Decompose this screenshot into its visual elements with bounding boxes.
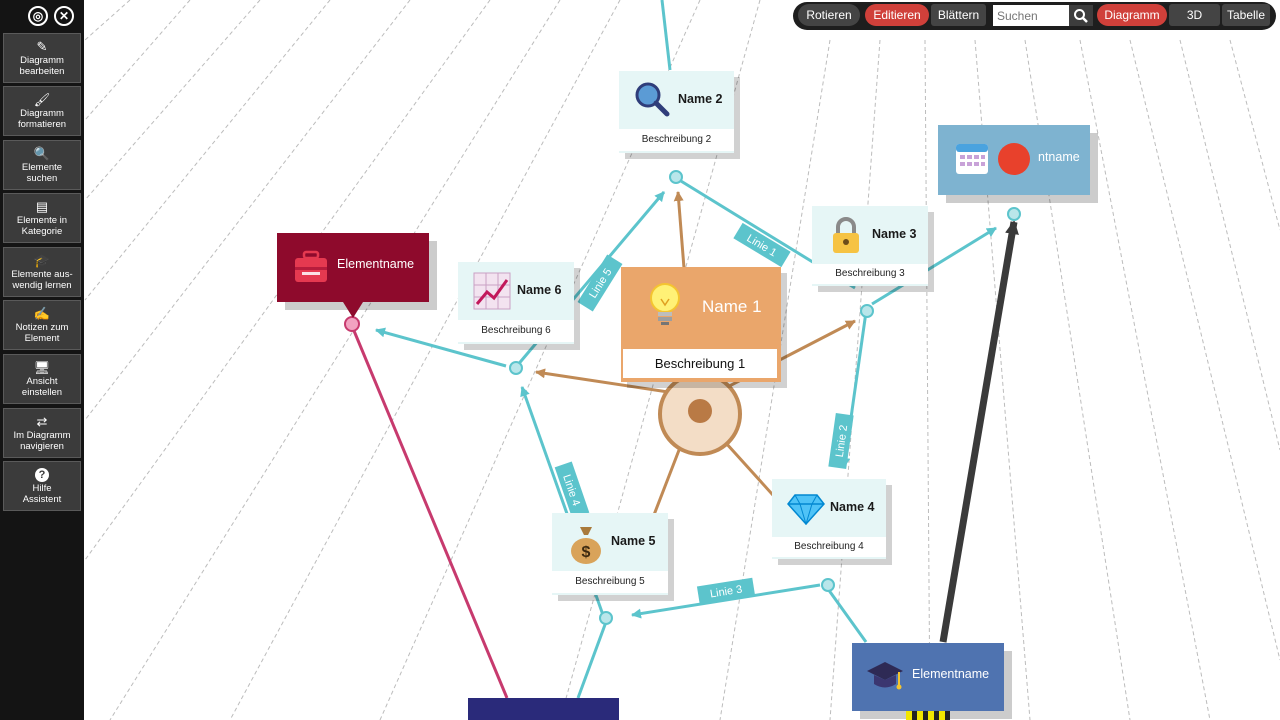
node-name-3[interactable]: Name 3 Beschreibung 3	[812, 206, 928, 286]
search-input[interactable]	[993, 5, 1069, 26]
element-title: Elementname	[337, 257, 415, 271]
search-button[interactable]	[1069, 5, 1093, 26]
sidebar-item-notizen-zum-element[interactable]: ✍Notizen zum Element	[3, 300, 81, 350]
link-label-linie-2: Linie 2	[828, 413, 854, 469]
padlock-icon	[833, 217, 859, 253]
magnifier-icon	[635, 82, 670, 117]
name5-anchor	[599, 611, 613, 625]
node-title: Name 2	[678, 92, 723, 106]
node-name-1[interactable]: Name 1 Beschreibung 1	[621, 267, 781, 382]
node-title: Name 6	[517, 283, 562, 297]
blue-element-anchor	[1007, 207, 1021, 221]
element-blue-bottom[interactable]: Elementname	[852, 643, 1004, 711]
sidebar-item-ansicht-einstellen[interactable]: 🖥Ansicht einstellen	[3, 354, 81, 404]
note-edit-icon: ✍	[33, 306, 51, 321]
node-name-4[interactable]: Name 4 Beschreibung 4	[772, 479, 886, 559]
node-name-5[interactable]: $ Name 5 Beschreibung 5	[552, 513, 668, 595]
cursor-dot-icon	[998, 143, 1030, 175]
diamond-icon	[787, 494, 825, 525]
sidebar: ◎ ✕ ✎Diagramm bearbeiten 🖌Diagramm forma…	[0, 0, 84, 720]
name3-anchor	[860, 304, 874, 318]
sidebar-item-elemente-suchen[interactable]: 🔍Elemente suchen	[3, 140, 81, 190]
sidebar-item-elemente-in-kategorie[interactable]: ▤Elemente in Kategorie	[3, 193, 81, 243]
money-bag-icon: $	[571, 527, 601, 564]
sidebar-item-im-diagramm-navigieren[interactable]: ⇄Im Diagramm navigieren	[3, 408, 81, 458]
name6-anchor	[509, 361, 523, 375]
sidebar-item-diagramm-formatieren[interactable]: 🖌Diagramm formatieren	[3, 86, 81, 136]
sidebar-item-label: Elemente in Kategorie	[16, 215, 68, 237]
monitor-icon: 🖥	[33, 360, 51, 375]
category-card-icon: ▤	[35, 199, 49, 214]
swap-arrows-icon: ⇄	[36, 414, 48, 429]
sidebar-item-label: Diagramm formatieren	[17, 108, 67, 130]
3d-view-button[interactable]: 3D	[1169, 4, 1220, 26]
node-description: Beschreibung 3	[812, 264, 928, 284]
graduation-cap-icon: 🎓	[33, 253, 51, 268]
node-description: Beschreibung 4	[772, 537, 886, 557]
element-title: Elementname	[912, 667, 990, 681]
sidebar-item-elemente-auswendig-lernen[interactable]: 🎓Elemente aus- wendig lernen	[3, 247, 81, 297]
help-icon: ?	[35, 468, 49, 482]
node-name-2[interactable]: Name 2 Beschreibung 2	[619, 71, 734, 153]
link-label-text: Linie 3	[709, 584, 743, 601]
close-circle-icon[interactable]: ✕	[54, 6, 74, 26]
node-description: Beschreibung 6	[458, 320, 574, 342]
node-description: Beschreibung 5	[552, 571, 668, 593]
sidebar-item-diagramm-bearbeiten[interactable]: ✎Diagramm bearbeiten	[3, 33, 81, 83]
node-title: Name 1	[702, 297, 762, 316]
sidebar-item-label: Elemente aus- wendig lernen	[11, 269, 73, 291]
search-icon	[1074, 8, 1088, 23]
svg-text:$: $	[582, 544, 591, 561]
element-red[interactable]: Elementname	[277, 233, 429, 302]
diagramm-view-button[interactable]: Diagramm	[1097, 4, 1167, 26]
lightbulb-icon	[650, 283, 680, 325]
node-title: Name 4	[830, 500, 875, 514]
blaettern-button[interactable]: Blättern	[931, 4, 986, 26]
graduation-cap-icon	[867, 662, 903, 690]
link-label-text: Linie 2	[834, 424, 850, 458]
link-label-linie-4: Linie 4	[554, 461, 590, 519]
name4-anchor	[821, 578, 835, 592]
name2-anchor	[669, 170, 683, 184]
calendar-icon	[956, 144, 988, 174]
sidebar-item-hilfe-assistent[interactable]: ?Hilfe Assistent	[3, 461, 81, 511]
node-title: Name 3	[872, 227, 917, 241]
growth-chart-icon	[473, 272, 511, 310]
node-name-6[interactable]: Name 6 Beschreibung 6	[458, 262, 574, 344]
node-description: Beschreibung 1	[623, 349, 777, 378]
element-title: ntname	[1038, 150, 1080, 164]
sidebar-item-label: Notizen zum Element	[15, 322, 69, 344]
sidebar-item-label: Elemente suchen	[21, 162, 63, 184]
search-icon: 🔍	[33, 146, 51, 161]
sidebar-item-label: Diagramm bearbeiten	[19, 55, 65, 77]
sidebar-item-label: Ansicht einstellen	[21, 376, 63, 398]
link-label-linie-3: Linie 3	[696, 577, 756, 605]
node-description: Beschreibung 2	[619, 129, 734, 151]
rotieren-button[interactable]: Rotieren	[798, 4, 860, 26]
pencil-icon: ✎	[36, 39, 48, 54]
sidebar-top-icons: ◎ ✕	[28, 6, 74, 26]
link-label-linie-5: Linie 5	[577, 254, 623, 312]
editieren-button[interactable]: Editieren	[865, 4, 929, 26]
sidebar-item-label: Im Diagramm navigieren	[13, 430, 71, 452]
element-navy[interactable]	[468, 698, 619, 720]
node-title: Name 5	[611, 534, 656, 548]
tabelle-view-button[interactable]: Tabelle	[1222, 4, 1270, 26]
brush-icon: 🖌	[33, 92, 51, 107]
red-element-anchor	[344, 316, 360, 332]
element-blue-top[interactable]: ntname	[938, 125, 1090, 195]
selection-handles[interactable]	[906, 711, 950, 720]
element-red-pointer	[343, 302, 363, 318]
briefcase-icon	[295, 250, 327, 282]
settings-circle-icon[interactable]: ◎	[28, 6, 48, 26]
sidebar-item-label: Hilfe Assistent	[22, 483, 62, 505]
